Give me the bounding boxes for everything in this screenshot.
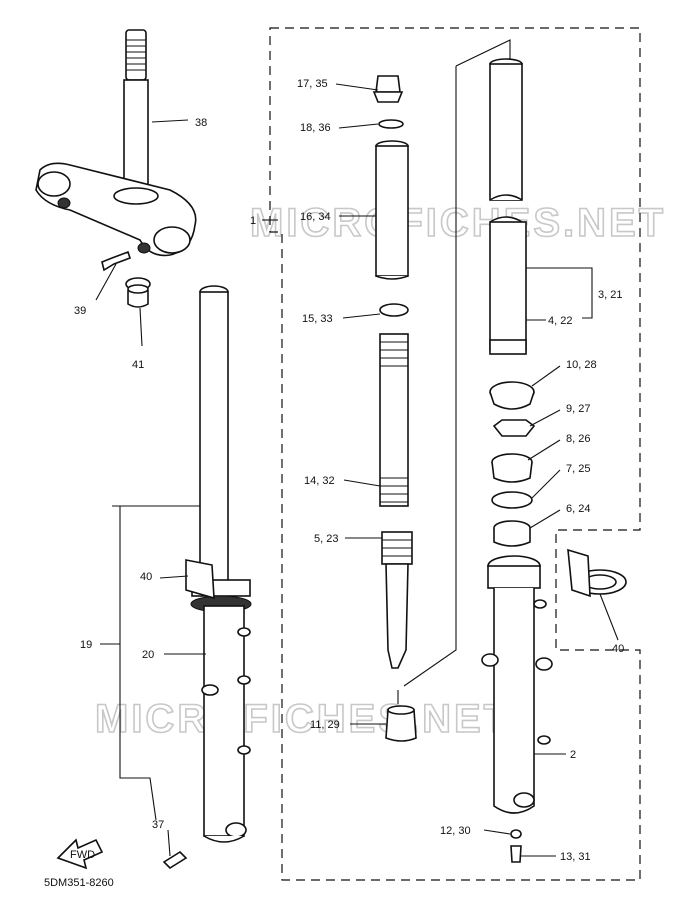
left-fork-assembly [185,285,252,843]
dust-seal [489,381,535,410]
spacer-tube [375,140,409,280]
retaining-clip [492,419,536,437]
callout-1: 1 [250,215,256,227]
washer-15 [379,303,409,317]
callout-5-23: 5, 23 [314,533,338,545]
diagram-code: 5DM351-8260 [44,877,114,889]
fork-guard-right [567,548,627,598]
callout-10-28: 10, 28 [566,359,597,371]
callout-38: 38 [195,117,207,129]
watermark-top: MICROFICHES.NET [250,201,666,245]
tube-guide-top [455,39,511,67]
callouts: 17, 35 18, 36 16, 34 1 15, 33 14, 32 5, … [74,78,624,863]
callout-3-21: 3, 21 [598,289,622,301]
callout-20: 20 [142,649,154,661]
axle-bolt-37 [162,850,188,870]
callout-13-31: 13, 31 [560,851,591,863]
oil-lock-piece [385,705,417,742]
callout-17-35: 17, 35 [297,78,328,90]
callout-11-29: 11, 29 [310,719,340,731]
oil-seal [491,453,533,483]
watermark-bottom: MICROFICHES.NET [95,697,511,741]
callout-4-22: 4, 22 [548,315,572,327]
callout-39: 39 [74,305,86,317]
inner-tube [489,58,527,355]
callout-9-27: 9, 27 [566,403,590,415]
assembly-boundary [269,27,641,881]
callout-41: 41 [132,359,144,371]
callout-19: 19 [80,639,92,651]
callout-16-34: 16, 34 [300,211,331,223]
washer-7 [491,491,533,509]
callout-40-left: 40 [140,571,152,583]
o-ring [378,119,404,129]
drain-washer [510,829,522,839]
callout-14-32: 14, 32 [304,475,335,487]
callout-12-30: 12, 30 [440,825,471,837]
callout-2: 2 [570,749,576,761]
callout-37: 37 [152,819,164,831]
callout-8-26: 8, 26 [566,433,590,445]
drain-bolt [510,845,522,863]
damper-rod [381,531,413,669]
tube-guide-left [403,66,457,687]
fork-spring [379,333,409,507]
fwd-label: FWD [70,849,95,861]
cap-bolt [372,75,404,103]
callout-40-right: 40 [612,643,624,655]
leader-lines [95,83,619,857]
callout-7-25: 7, 25 [566,463,590,475]
slide-metal [493,520,531,547]
fwd-arrow-icon: FWD [56,838,104,870]
bushing-41 [125,277,151,308]
callout-18-36: 18, 36 [300,122,331,134]
steering-stem [35,29,197,257]
callout-6-24: 6, 24 [566,503,590,515]
callout-15-33: 15, 33 [302,313,333,325]
outer-tube [481,555,553,814]
clamp-bolt [101,250,132,272]
